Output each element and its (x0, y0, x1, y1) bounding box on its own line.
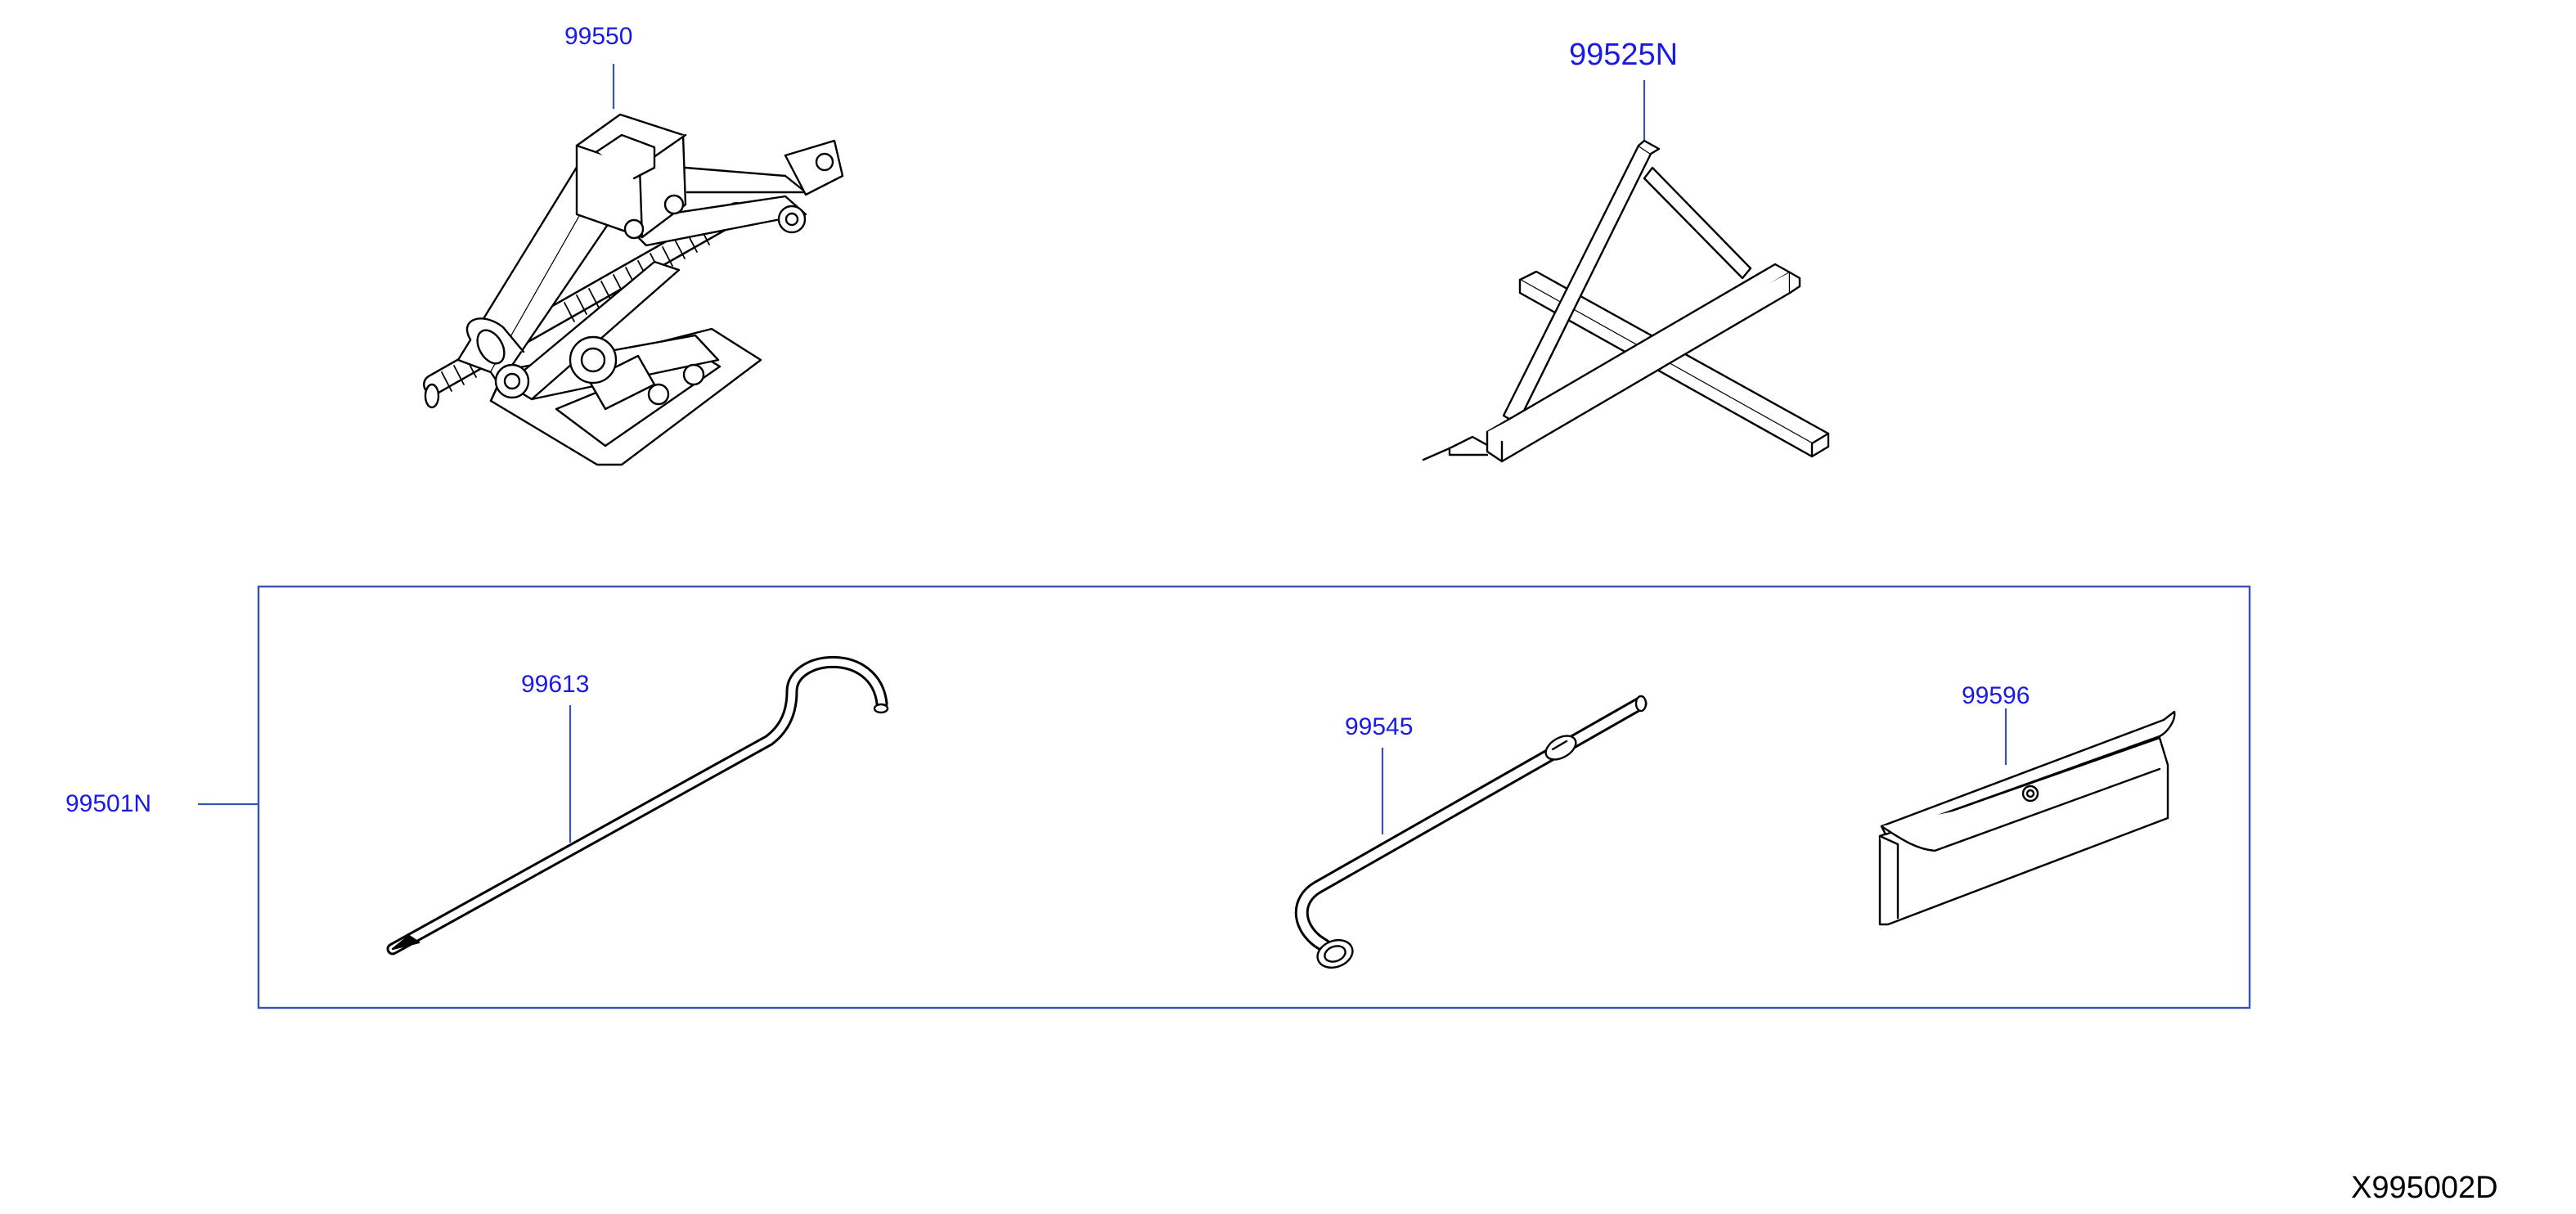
hook-tool-drawing (386, 655, 889, 955)
warning-triangle-drawing (1422, 139, 1830, 463)
kit-group-box (257, 585, 2251, 1009)
lug-wrench-drawing (1294, 695, 1648, 969)
diagram-code: X995002D (2351, 1171, 2498, 1205)
part-label-bag[interactable]: 99596 (1962, 682, 2030, 709)
part-label-triangle[interactable]: 99525N (1569, 38, 1679, 72)
tool-bag-drawing (1878, 710, 2176, 926)
part-label-wrench[interactable]: 99545 (1345, 713, 1414, 740)
part-label-kit[interactable]: 99501N (65, 790, 152, 817)
part-label-jack[interactable]: 99550 (564, 23, 633, 50)
scissor-jack-drawing (423, 113, 844, 466)
part-label-hook[interactable]: 99613 (521, 671, 590, 698)
